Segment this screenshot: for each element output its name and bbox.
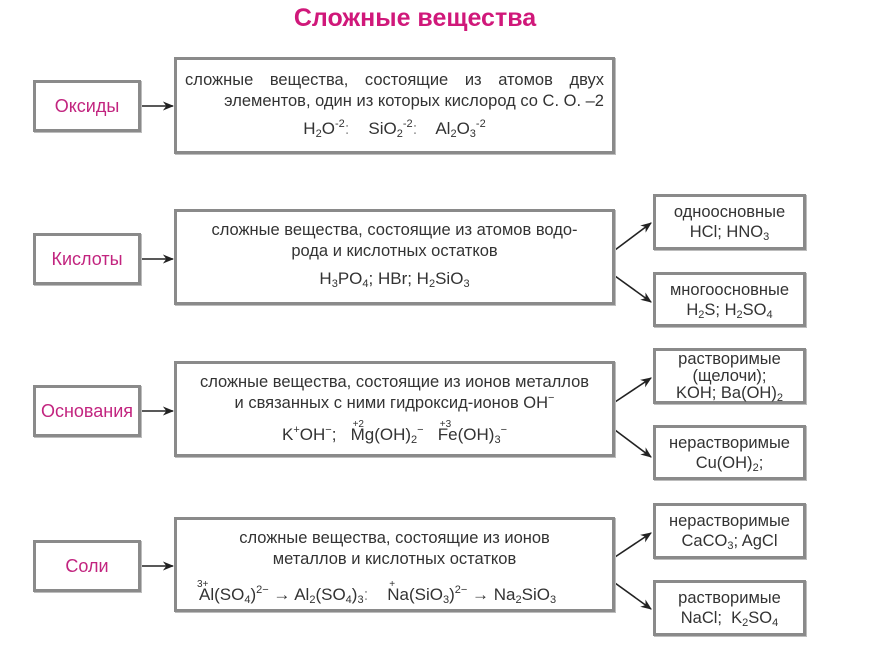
- subtype-label: растворимые: [678, 349, 781, 368]
- subtype-examples: NaCl; K2SO4: [680, 609, 779, 629]
- subtype-label: (щелочи);: [692, 366, 767, 385]
- definition-line: сложные вещества, состоящие из ионов: [239, 529, 550, 547]
- subtype-label: многоосновные: [669, 280, 790, 299]
- formula: K+OH−;: [281, 424, 337, 445]
- examples-salts: 3+Al(SO4)2− → Al2(SO4)3: +Na(SiO3)2− → N…: [197, 579, 557, 606]
- subtype-polybasic: многоосновные H2S; H2SO4: [653, 272, 806, 327]
- subtype-label: нерастворимые: [669, 512, 790, 530]
- arrow-bases-insoluble: [614, 429, 652, 458]
- examples-acids: H3PO4; HBr; H2SiO3: [319, 269, 470, 290]
- category-acids: Кислоты: [33, 233, 141, 285]
- definition-oxides: сложные вещества, состоящие из атомов дв…: [174, 57, 615, 154]
- definition-line: сложные вещества, состоящие из атомов во…: [211, 221, 578, 239]
- definition-line: сложные вещества, состоящие из ионов мет…: [199, 373, 590, 391]
- arrow-acids-poly: [614, 275, 652, 303]
- definition-acids: сложные вещества, состоящие из атомов во…: [174, 209, 615, 305]
- subtype-insoluble-bases: нерастворимые Cu(OH)2;: [653, 425, 806, 480]
- category-label: Оксиды: [54, 95, 120, 116]
- subtype-monobasic: одноосновные HCl; HNO3: [653, 194, 806, 250]
- definition-line: рода и кислотных остатков: [291, 242, 498, 260]
- formula: 3+Al(SO4)2−: [197, 579, 269, 606]
- subtype-label: нерастворимые: [669, 433, 790, 452]
- subtype-insoluble-salts: нерастворимые CaCO3; AgCl: [653, 503, 806, 559]
- subtype-label: растворимые: [678, 589, 781, 607]
- definition-bases: сложные вещества, состоящие из ионов мет…: [174, 361, 615, 457]
- category-label: Соли: [65, 555, 109, 576]
- arrow-bases-soluble: [614, 377, 652, 403]
- subtype-examples: Cu(OH)2;: [695, 453, 764, 474]
- subtype-examples: KOH; Ba(OH)2: [676, 383, 783, 404]
- subtype-label: одноосновные: [673, 203, 786, 221]
- formula: Al2O3-2: [435, 118, 486, 140]
- formula: +Na(SiO3)2−: [387, 579, 468, 606]
- examples-oxides: H2O-2: SiO2-2: Al2O3-2: [177, 118, 612, 140]
- formula: H2O-2:: [303, 118, 350, 140]
- definition-salts: сложные вещества, состоящие из ионов мет…: [174, 517, 615, 612]
- formula: SiO2-2:: [368, 118, 418, 140]
- arrow-acids-mono: [614, 222, 652, 251]
- arrow-salts-insoluble: [614, 532, 652, 558]
- category-bases: Основания: [33, 385, 141, 437]
- subtype-soluble-salts: растворимые NaCl; K2SO4: [653, 580, 806, 636]
- arrow-salts-soluble: [614, 582, 652, 610]
- category-label: Кислоты: [51, 248, 123, 269]
- definition-line: и связанных с ними гидроксид-ионов OH−: [234, 392, 555, 413]
- definition-text: сложные вещества, состоящие из атомов дв…: [185, 71, 604, 110]
- category-salts: Соли: [33, 540, 141, 592]
- category-label: Основания: [40, 400, 134, 421]
- definition-line: металлов и кислотных остатков: [272, 550, 517, 568]
- subtype-examples: H2S; H2SO4: [686, 300, 773, 321]
- diagram-title: Сложные вещества: [293, 4, 537, 32]
- category-oxides: Оксиды: [33, 80, 141, 132]
- subtype-soluble-bases: растворимые (щелочи); KOH; Ba(OH)2: [653, 348, 806, 404]
- subtype-examples: HCl; HNO3: [689, 223, 770, 243]
- subtype-examples: CaCO3; AgCl: [681, 532, 778, 552]
